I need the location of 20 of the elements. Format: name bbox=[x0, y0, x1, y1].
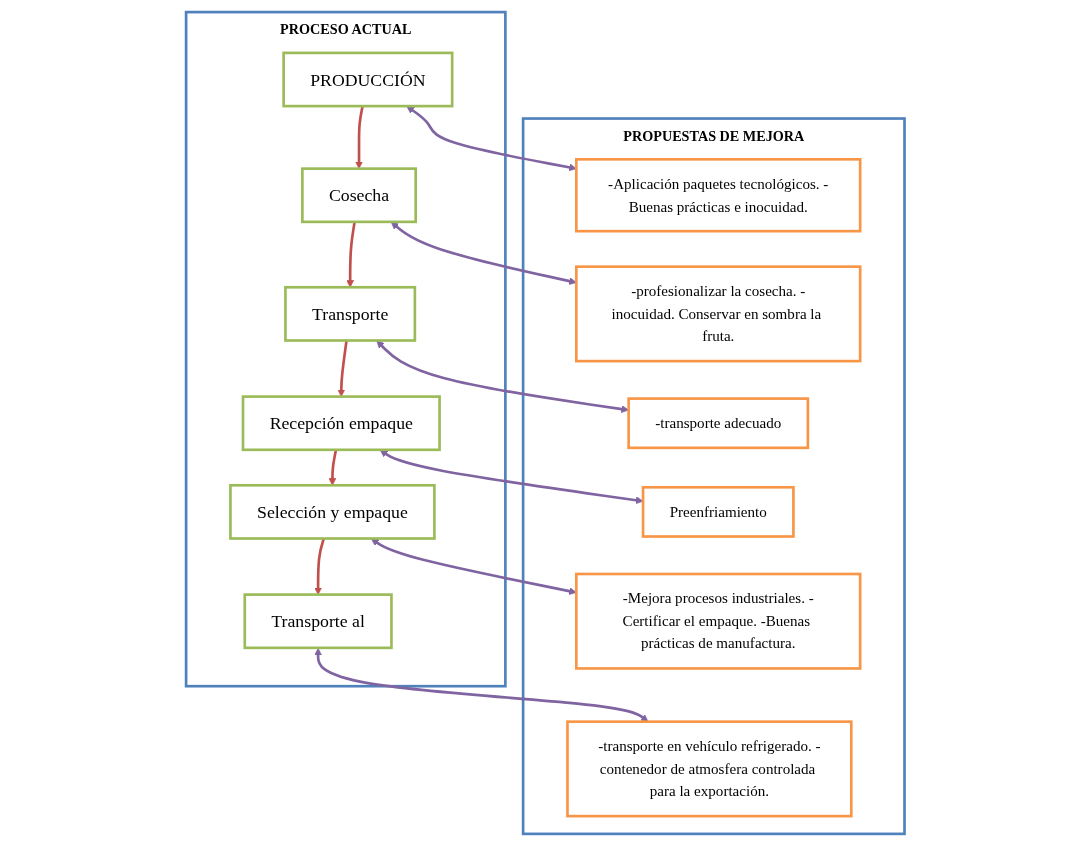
node-box: Transporte al bbox=[243, 593, 393, 650]
arrow bbox=[337, 340, 348, 397]
node-box: -transporte en vehículo refrigerado. -contenedor de atmosfera controlada para la exportación. bbox=[565, 720, 853, 818]
node-box: -profesionalizar la cosecha. -inocuidad. Conservar en sombra la fruta. bbox=[574, 265, 862, 363]
arrow bbox=[390, 221, 577, 285]
arrow bbox=[370, 538, 577, 595]
node-box: Preenfriamiento bbox=[641, 486, 795, 538]
node-box: Selección y empaque bbox=[228, 484, 436, 540]
node-box: -transporte adecuado bbox=[627, 397, 809, 450]
node-box: Cosecha bbox=[300, 167, 417, 224]
node-box: PRODUCCIÓN bbox=[282, 51, 454, 108]
arrow bbox=[376, 340, 629, 413]
node-box: -Aplicación paquetes tecnológicos. -Buenas prácticas e inocuidad. bbox=[574, 158, 862, 233]
arrow bbox=[345, 221, 356, 288]
node-box: Recepción empaque bbox=[241, 395, 441, 452]
arrow bbox=[328, 449, 337, 486]
arrow bbox=[406, 106, 577, 172]
node-box: Transporte bbox=[283, 285, 416, 342]
node-box: -Mejora procesos industriales. -Certificar el empaque. -Buenas prácticas de manufactura. bbox=[574, 572, 862, 670]
arrow bbox=[313, 538, 325, 595]
